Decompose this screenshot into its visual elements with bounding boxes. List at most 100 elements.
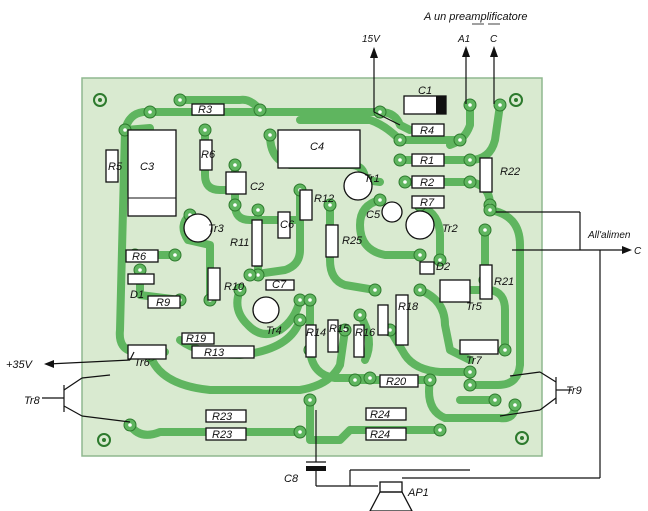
pad-hole <box>373 288 377 292</box>
label-tr8: Tr8 <box>24 395 41 407</box>
pad-hole <box>298 318 302 322</box>
label-tr1: Tr1 <box>364 173 380 185</box>
pad-hole <box>398 138 402 142</box>
pad-hole <box>268 133 272 137</box>
label-r13: R13 <box>204 347 225 359</box>
pad-hole <box>493 398 497 402</box>
pad-hole <box>498 103 502 107</box>
label-r15: R15 <box>329 323 350 335</box>
pad-hole <box>418 288 422 292</box>
terminal-plus35v: +35V <box>6 359 34 371</box>
pad-hole <box>123 128 127 132</box>
label-r6: R6 <box>132 251 147 263</box>
label-tr2: Tr2 <box>442 223 458 235</box>
label-tr7: Tr7 <box>466 355 483 367</box>
label-c5: C5 <box>366 209 381 221</box>
pad-hole <box>418 253 422 257</box>
pad-hole <box>403 180 407 184</box>
pad-hole <box>256 208 260 212</box>
terminal-c-top: C <box>490 34 498 45</box>
label-c8: C8 <box>284 473 299 485</box>
label-c6: C6 <box>280 219 295 231</box>
pad-hole <box>398 158 402 162</box>
terminal-c-right: C <box>634 246 642 257</box>
label-d2: D2 <box>436 261 450 273</box>
label-r11: R11 <box>230 237 249 249</box>
label-r23b: R23 <box>212 429 233 441</box>
label-c7: C7 <box>272 279 287 291</box>
pad-hole <box>178 98 182 102</box>
label-tr6: Tr6 <box>134 357 151 369</box>
pad-hole <box>468 103 472 107</box>
label-r24a: R24 <box>370 409 390 421</box>
pad-hole <box>343 328 347 332</box>
label-c1: C1 <box>418 85 432 97</box>
label-r22: R22 <box>500 166 520 178</box>
label-r5: R5 <box>108 161 123 173</box>
pad-hole <box>128 423 132 427</box>
component-outlines <box>105 95 499 441</box>
pad-hole <box>503 348 507 352</box>
label-r19: R19 <box>186 333 206 345</box>
pad-hole <box>353 378 357 382</box>
pad-hole <box>438 258 442 262</box>
label-tr4: Tr4 <box>266 325 282 337</box>
label-tr9: Tr9 <box>566 385 582 397</box>
pad-hole <box>256 273 260 277</box>
label-r25: R25 <box>342 235 363 247</box>
label-r21: R21 <box>494 276 514 288</box>
label-r10: R10 <box>224 281 245 293</box>
pad-hole <box>298 430 302 434</box>
label-r2: R2 <box>420 177 434 189</box>
label-r24b: R24 <box>370 429 390 441</box>
pad-hole <box>428 378 432 382</box>
pad-hole <box>438 428 442 432</box>
pad-hole <box>248 273 252 277</box>
pad-hole <box>328 203 332 207</box>
pad-hole <box>233 203 237 207</box>
label-r14: R14 <box>306 327 326 339</box>
label-c3: C3 <box>140 161 155 173</box>
label-d1: D1 <box>130 289 144 301</box>
label-r20: R20 <box>386 376 407 388</box>
label-r23a: R23 <box>212 411 233 423</box>
label-tr5: Tr5 <box>466 301 483 313</box>
pad-hole <box>388 328 392 332</box>
pad-hole <box>513 403 517 407</box>
label-r4: R4 <box>420 125 434 137</box>
pad-hole <box>378 198 382 202</box>
pad-hole <box>238 288 242 292</box>
terminal-15v: 15V <box>362 34 381 45</box>
pad-hole <box>173 253 177 257</box>
pad-hole <box>468 180 472 184</box>
title-label: A un preamplificatore <box>423 11 528 23</box>
component-labels: C1 R4 R3 C4 R5 C3 R1 R6 C2 R22 Tr1 R12 C… <box>24 85 582 499</box>
pad-hole <box>483 228 487 232</box>
pad-hole <box>203 128 207 132</box>
label-r16: R16 <box>355 327 376 339</box>
mounting-holes <box>93 93 529 447</box>
pad-hole <box>308 398 312 402</box>
pad-hole <box>368 376 372 380</box>
pad-hole <box>258 108 262 112</box>
label-r18: R18 <box>398 301 419 313</box>
pad-hole <box>358 313 362 317</box>
pad-hole <box>458 138 462 142</box>
label-r7: R7 <box>420 197 435 209</box>
label-r12: R12 <box>314 193 334 205</box>
label-c2: C2 <box>250 181 264 193</box>
pad-hole <box>468 383 472 387</box>
label-ap1: AP1 <box>407 487 429 499</box>
label-r9: R9 <box>156 297 170 309</box>
label-r1: R1 <box>420 155 434 167</box>
label-r3: R3 <box>198 104 213 116</box>
pad-hole <box>233 163 237 167</box>
external-wiring <box>42 46 632 511</box>
pad-hole <box>298 298 302 302</box>
terminal-alimen: All'alimen <box>587 230 631 241</box>
label-r6v: R6 <box>201 149 216 161</box>
diagram-labels: A un preamplificatore 15V A1 C All'alime… <box>6 11 642 371</box>
pad-hole <box>468 158 472 162</box>
label-tr3: Tr3 <box>208 223 225 235</box>
